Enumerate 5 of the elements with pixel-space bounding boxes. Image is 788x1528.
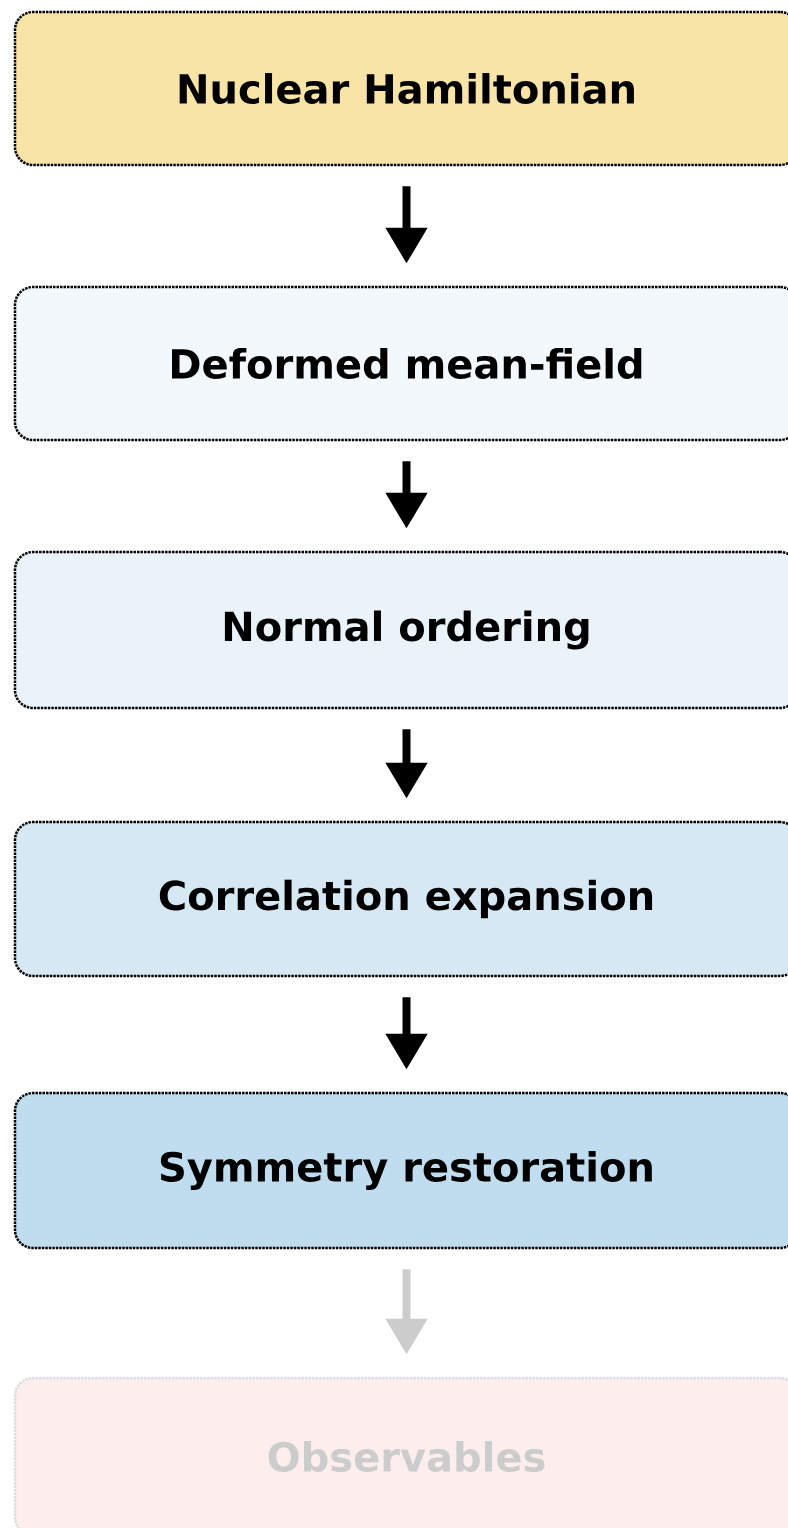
process-box: Deformed mean-field	[13, 285, 788, 442]
process-box: Normal ordering	[13, 550, 788, 710]
process-box: Correlation expansion	[13, 820, 788, 978]
process-box: Nuclear Hamiltonian	[13, 10, 788, 167]
process-box: Symmetry restoration	[13, 1091, 788, 1250]
